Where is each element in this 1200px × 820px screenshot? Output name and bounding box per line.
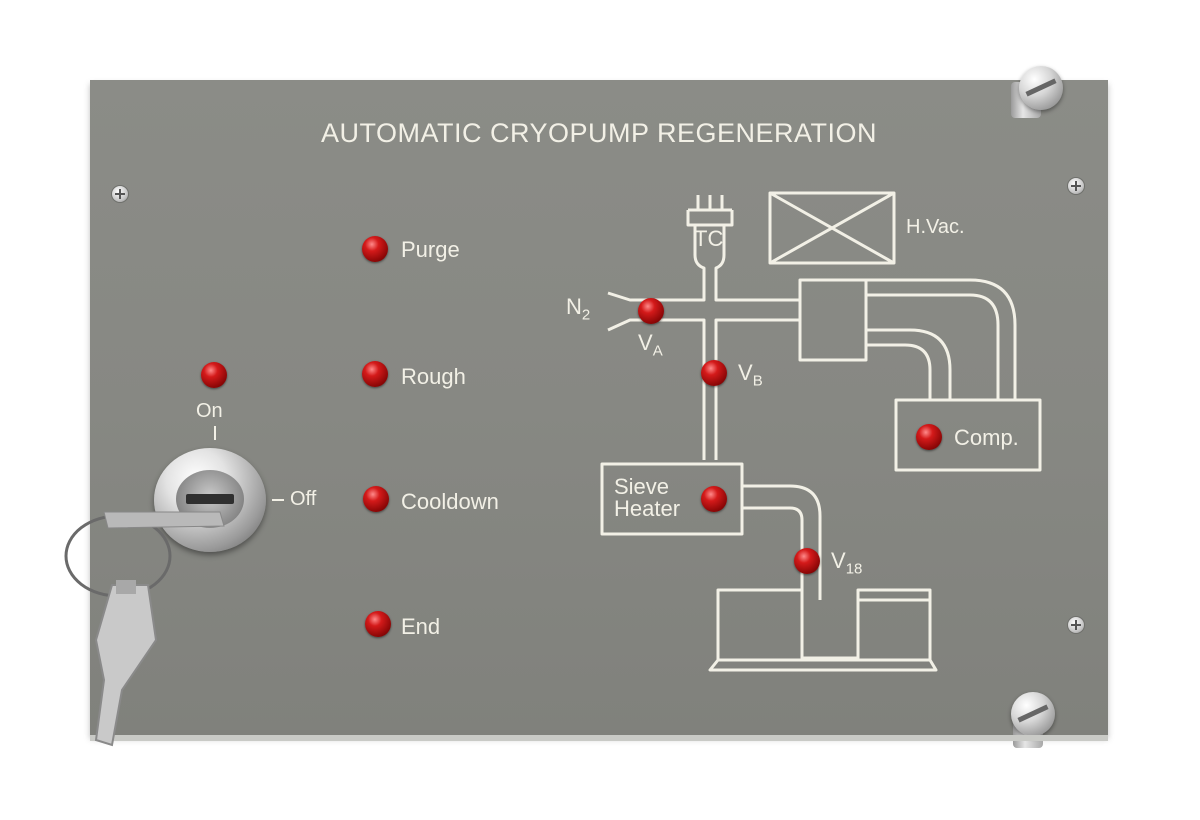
pipe-top	[607, 280, 800, 302]
cooldown-led	[363, 486, 389, 512]
screw-top-right-icon	[1068, 178, 1084, 194]
regen-vessel	[716, 588, 932, 662]
key-off-label: Off	[290, 488, 317, 510]
va-valve-led	[638, 298, 664, 324]
comp-pipe-outer	[866, 278, 1017, 400]
v18-label: V18	[831, 548, 863, 578]
cooldown-label: Cooldown	[401, 489, 499, 514]
comp-label: Comp.	[954, 425, 1019, 450]
vessel-base	[708, 659, 938, 672]
hvac-label: H.Vac.	[906, 216, 965, 238]
v18-valve-led	[794, 548, 820, 574]
key-on-tick	[214, 426, 216, 440]
purge-label: Purge	[401, 237, 460, 262]
screw-bottom-right-icon	[1068, 617, 1084, 633]
vb-valve-led	[701, 360, 727, 386]
sieve-heater-led	[701, 486, 727, 512]
power-on-led	[201, 362, 227, 388]
sieve-heater-label: Sieve Heater	[614, 474, 681, 521]
va-label: VA	[638, 330, 663, 360]
control-panel: AUTOMATIC CRYOPUMP REGENERATION Purge Ro…	[90, 66, 1108, 748]
tc-label: TC	[694, 226, 724, 251]
key-on-label: On	[196, 400, 223, 422]
tc-neck	[693, 225, 726, 280]
thumbscrew-bottom-icon[interactable]	[1011, 692, 1055, 736]
sieve-heater-box	[600, 462, 744, 536]
panel-title: AUTOMATIC CRYOPUMP REGENERATION	[320, 118, 878, 148]
pipe-v18	[742, 484, 822, 600]
key-off-tick	[272, 499, 284, 501]
end-led	[365, 611, 391, 637]
comp-led	[916, 424, 942, 450]
purge-led	[362, 236, 388, 262]
n2-label: N2	[566, 294, 591, 324]
screw-top-left-icon	[112, 186, 128, 202]
vb-label: VB	[738, 360, 763, 390]
end-label: End	[401, 614, 441, 639]
rough-label: Rough	[401, 364, 466, 389]
hvac-x	[769, 191, 895, 265]
comp-pipe-inner	[866, 328, 952, 400]
cryopump-schematic	[600, 191, 1042, 672]
tc-connector	[686, 195, 734, 227]
pump-body	[798, 278, 868, 362]
hvac-box	[768, 191, 896, 265]
thumbscrew-top-icon[interactable]	[1019, 66, 1063, 110]
comp-box	[894, 398, 1042, 472]
rough-led	[362, 361, 388, 387]
pipe-bottom	[607, 318, 800, 460]
